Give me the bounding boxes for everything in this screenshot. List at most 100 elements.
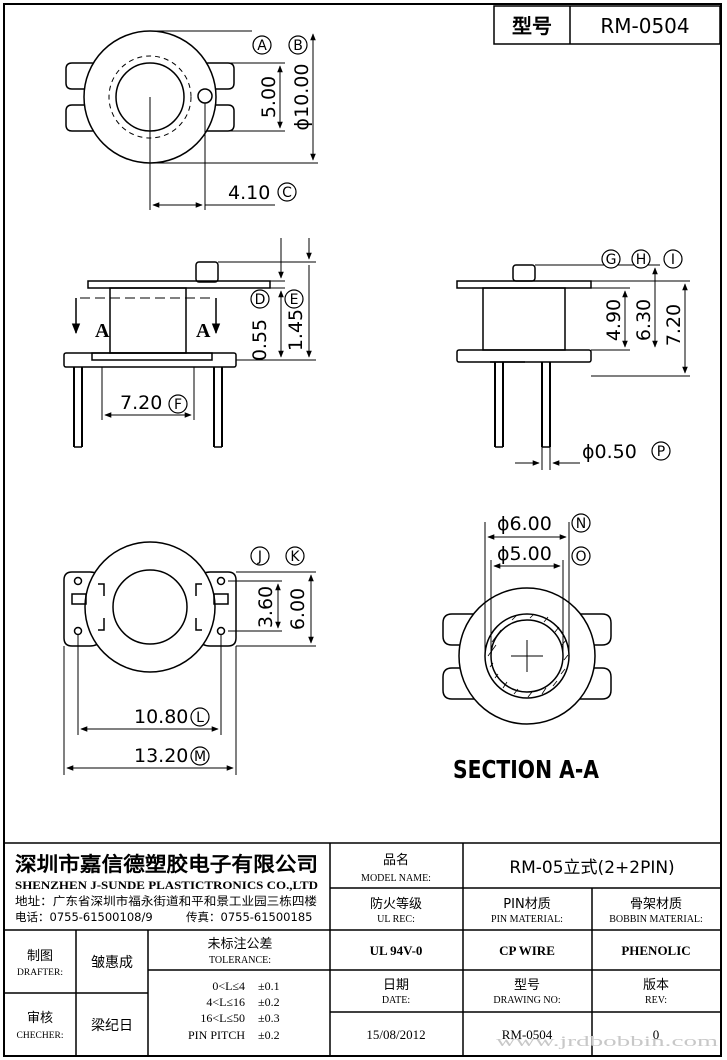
callout-a: A bbox=[252, 35, 272, 55]
svg-text:O: O bbox=[575, 549, 586, 565]
side-view bbox=[456, 264, 592, 448]
svg-text:E: E bbox=[290, 292, 299, 308]
svg-text:P: P bbox=[657, 444, 665, 460]
section-title: SECTION A-A bbox=[453, 755, 600, 784]
callout-p: P bbox=[651, 441, 671, 461]
model-name-cn: 品名 bbox=[383, 852, 409, 868]
dim-i-value: 7.20 bbox=[663, 304, 685, 346]
dim-o-value: ϕ5.00 bbox=[497, 543, 552, 565]
tolerance-label-cn: 未标注公差 bbox=[207, 937, 272, 952]
tolerance-range-3: 16<L≤50 bbox=[200, 1011, 245, 1025]
callout-k: K bbox=[285, 546, 305, 566]
rev-label-cn: 版本 bbox=[643, 978, 669, 993]
svg-text:J: J bbox=[257, 549, 262, 565]
header-model-box: 型号 RM-0504 bbox=[493, 5, 721, 45]
date-label-cn: 日期 bbox=[383, 978, 409, 993]
dim-l-value: 10.80 bbox=[134, 706, 188, 728]
date-value: 15/08/2012 bbox=[366, 1027, 425, 1042]
callout-m: M bbox=[190, 746, 210, 766]
date-label-en: DATE: bbox=[382, 995, 410, 1006]
header-model-label: 型号 bbox=[512, 14, 552, 38]
company-name-cn: 深圳市嘉信德塑胶电子有限公司 bbox=[15, 852, 318, 876]
tolerance-label-en: TOLERANCE: bbox=[209, 955, 271, 966]
dim-c-value: 4.10 bbox=[228, 182, 270, 204]
dim-f-value: 7.20 bbox=[120, 392, 162, 414]
front-view-dims bbox=[101, 238, 316, 420]
dim-n-value: ϕ6.00 bbox=[497, 513, 552, 535]
tolerance-value-4: ±0.2 bbox=[258, 1028, 280, 1042]
tolerance-range-4: PIN PITCH bbox=[188, 1028, 245, 1042]
section-view-dims bbox=[484, 522, 570, 656]
rev-value: 0 bbox=[653, 1027, 660, 1042]
company-address: 地址：广东省深圳市福永街道和平和景工业园三栋四楼 bbox=[15, 894, 318, 908]
bottom-view bbox=[63, 541, 237, 673]
callout-c: C bbox=[277, 182, 297, 202]
pin-material-value: CP WIRE bbox=[499, 943, 555, 958]
drawing-no-label-en: DRAWING NO: bbox=[493, 995, 560, 1006]
svg-text:B: B bbox=[293, 38, 303, 54]
callout-e: E bbox=[284, 289, 304, 309]
ul-value: UL 94V-0 bbox=[370, 943, 423, 958]
dim-m-value: 13.20 bbox=[134, 745, 188, 767]
callout-i: I bbox=[663, 249, 683, 269]
svg-text:I: I bbox=[671, 252, 675, 268]
pin-label-cn: PIN材质 bbox=[503, 897, 550, 912]
callout-g: G bbox=[601, 249, 621, 269]
front-view bbox=[63, 261, 271, 448]
callout-n: N bbox=[571, 513, 591, 533]
dim-k-value: 6.00 bbox=[287, 588, 309, 630]
section-cut-markers bbox=[71, 298, 221, 335]
dim-b-value: ϕ10.00 bbox=[291, 64, 313, 131]
top-view-dims bbox=[149, 30, 318, 210]
ul-label-en: UL REC: bbox=[377, 914, 415, 925]
section-hatch bbox=[487, 613, 569, 698]
svg-text:D: D bbox=[255, 292, 266, 308]
dim-a-value: 5.00 bbox=[258, 76, 280, 118]
tolerance-value-3: ±0.3 bbox=[258, 1011, 280, 1025]
bobbin-label-cn: 骨架材质 bbox=[630, 897, 682, 912]
company-fax: 传真：0755-61500185 bbox=[186, 910, 312, 924]
checker-label-en: CHECHER: bbox=[17, 1031, 64, 1041]
checker-label-cn: 审核 bbox=[27, 1011, 53, 1026]
callout-o: O bbox=[571, 546, 591, 566]
company-tel: 电话：0755-61500108/9 bbox=[15, 910, 153, 924]
bottom-view-dims bbox=[63, 571, 316, 775]
svg-text:A: A bbox=[257, 38, 267, 54]
callout-j: J bbox=[250, 546, 270, 566]
callout-b: B bbox=[288, 35, 308, 55]
header-model-value: RM-0504 bbox=[600, 14, 689, 38]
section-marker-left: A bbox=[95, 320, 110, 342]
drawing-no-label-cn: 型号 bbox=[514, 978, 540, 993]
svg-text:H: H bbox=[636, 252, 647, 268]
ul-label-cn: 防火等级 bbox=[370, 896, 422, 912]
svg-text:F: F bbox=[174, 397, 182, 413]
dim-g-value: 4.90 bbox=[603, 299, 625, 341]
dim-d-value: 0.55 bbox=[249, 319, 271, 361]
title-block-grid bbox=[4, 842, 721, 1056]
side-view-dims bbox=[515, 264, 690, 470]
tolerance-range-2: 4<L≤16 bbox=[206, 995, 245, 1009]
svg-text:L: L bbox=[196, 710, 204, 726]
checker-name: 梁纪日 bbox=[91, 1018, 133, 1034]
model-name-en: MODEL NAME: bbox=[361, 873, 431, 884]
callout-h: H bbox=[631, 249, 651, 269]
pin-label-en: PIN MATERIAL: bbox=[491, 914, 563, 925]
svg-text:C: C bbox=[282, 185, 292, 201]
callout-d: D bbox=[250, 289, 270, 309]
dim-p-value: ϕ0.50 bbox=[582, 441, 637, 463]
dim-h-value: 6.30 bbox=[633, 299, 655, 341]
bobbin-material-value: PHENOLIC bbox=[621, 943, 690, 958]
drafter-name: 皱惠成 bbox=[91, 955, 133, 971]
company-name-en: SHENZHEN J-SUNDE PLASTICTRONICS CO.,LTD bbox=[15, 880, 318, 892]
svg-text:G: G bbox=[606, 252, 617, 268]
svg-text:K: K bbox=[290, 549, 300, 565]
dim-j-value: 3.60 bbox=[255, 586, 277, 628]
section-centerlines bbox=[511, 640, 543, 672]
watermark: www.jrdbobbin.com bbox=[496, 1034, 719, 1050]
bobbin-label-en: BOBBIN MATERIAL: bbox=[609, 914, 703, 925]
sheet-border bbox=[3, 3, 722, 1057]
tolerance-range-1: 0<L≤4 bbox=[212, 979, 245, 993]
section-marker-right: A bbox=[196, 320, 211, 342]
drafter-label-cn: 制图 bbox=[27, 949, 53, 964]
